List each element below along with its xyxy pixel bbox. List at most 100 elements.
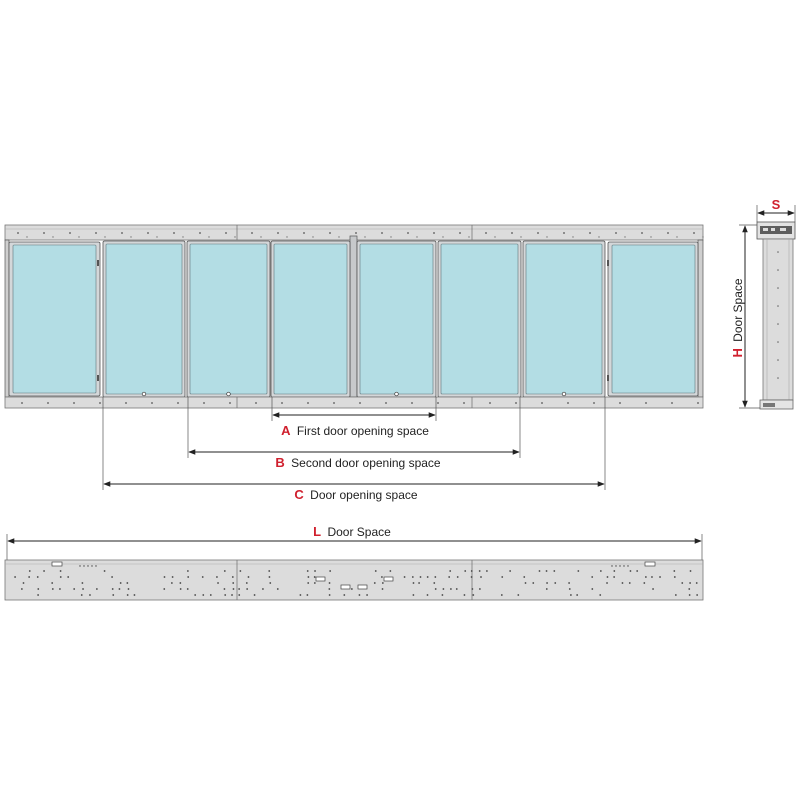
door-panels: [4, 235, 704, 398]
dimension-l-label: L Door Space: [313, 524, 391, 539]
rivet-dot: [127, 588, 130, 590]
rivet-dot: [37, 594, 40, 596]
rivet-dot: [478, 570, 481, 572]
rivet-dot: [381, 588, 384, 590]
rivet-dot: [390, 236, 392, 238]
rivet-dot: [470, 570, 473, 572]
rivet-dot: [485, 570, 488, 572]
rivet-dot: [358, 594, 361, 596]
rivet-dot: [268, 576, 271, 578]
rivet-dot: [179, 582, 182, 584]
rivet-dot: [619, 402, 621, 404]
rivet-dot: [83, 565, 85, 567]
rivet-dot: [456, 576, 459, 578]
rivet-dot: [489, 402, 491, 404]
side-body-rivets: [777, 251, 779, 379]
rivet-dot: [777, 269, 779, 271]
rivet-dot: [459, 232, 461, 234]
rivet-dot: [223, 588, 226, 590]
rivet-dot: [43, 570, 45, 572]
rivet-dot: [173, 232, 175, 234]
plan-roller: [340, 584, 351, 590]
rivet-dot: [545, 570, 548, 572]
rivet-dot: [245, 582, 248, 584]
side-header-detail: [771, 228, 775, 231]
rivet-dot: [269, 582, 272, 584]
rivet-dot: [366, 594, 368, 596]
rivet-dot: [59, 576, 62, 578]
rivet-dot: [59, 588, 61, 590]
rivet-dot: [567, 402, 569, 404]
rivet-dot: [253, 594, 256, 596]
dimension-l-text: Door Space: [327, 525, 391, 539]
rivet-dot: [673, 576, 676, 578]
rivet-dot: [229, 402, 231, 404]
rivet-dot: [36, 576, 39, 578]
rivet-dot: [689, 582, 692, 584]
rivet-dot: [306, 594, 309, 596]
rivet-dot: [426, 576, 429, 578]
dimension-b-label: B Second door opening space: [275, 455, 441, 470]
rivet-dot: [343, 594, 346, 596]
rivet-dot: [441, 594, 444, 596]
dimension-b-letter: B: [275, 455, 284, 470]
dimension-a-text: First door opening space: [297, 424, 429, 438]
rivet-dot: [688, 594, 691, 596]
rivet-dot: [104, 236, 106, 238]
rivet-dot: [576, 594, 579, 596]
handle-knob-icon: [561, 391, 567, 397]
rivet-dot: [111, 576, 113, 578]
right-wall-post: [697, 239, 704, 398]
rivet-dot: [329, 570, 332, 572]
rivet-dot: [163, 576, 166, 578]
rivet-dot: [260, 236, 262, 238]
latch-mark: [607, 375, 609, 381]
left-wall-post: [4, 239, 10, 398]
rivet-dot: [411, 402, 413, 404]
rivet-dot: [433, 232, 435, 234]
rivet-dot: [511, 232, 513, 234]
rivet-dot: [208, 236, 210, 238]
rivet-dot: [515, 402, 517, 404]
rivet-dot: [224, 594, 227, 596]
rivet-dot: [569, 594, 572, 596]
rivet-dot: [312, 236, 314, 238]
rivet-dot: [478, 588, 481, 590]
rivet-dot: [51, 582, 54, 584]
rivet-dot: [251, 232, 253, 234]
rivet-dot: [281, 402, 283, 404]
rivet-dot: [186, 588, 189, 590]
rivet-dot: [17, 232, 19, 234]
rivet-dot: [232, 582, 235, 584]
dimension-h-text: Door Space: [731, 278, 745, 342]
rivet-dot: [621, 582, 624, 584]
rivet-dot: [702, 236, 704, 238]
rivet-dot: [225, 232, 227, 234]
rivet-dot: [91, 565, 93, 567]
bottom-rail-rivets: [21, 402, 699, 404]
rivet-dot: [202, 594, 205, 596]
rivet-dot: [329, 232, 331, 234]
rivet-dot: [20, 588, 23, 590]
rivet-dot: [187, 576, 190, 578]
rivet-dot: [523, 576, 526, 578]
rivet-dot: [307, 582, 310, 584]
rivet-dot: [606, 582, 608, 584]
side-header-detail: [763, 228, 768, 231]
rivet-dot: [99, 402, 101, 404]
rivet-dot: [545, 588, 548, 590]
rivet-dot: [307, 402, 309, 404]
rivet-dot: [593, 402, 595, 404]
rivet-dot: [381, 576, 383, 578]
rivet-dot: [350, 588, 353, 590]
rivet-dot: [121, 232, 123, 234]
rivet-dot: [239, 570, 242, 572]
rivet-dot: [277, 232, 279, 234]
rivet-dot: [125, 402, 127, 404]
rivet-dot: [246, 588, 249, 590]
rivet-dot: [177, 402, 179, 404]
front-elevation: [4, 224, 704, 409]
rivet-dot: [509, 570, 512, 572]
handle-knob-icon: [226, 391, 231, 397]
